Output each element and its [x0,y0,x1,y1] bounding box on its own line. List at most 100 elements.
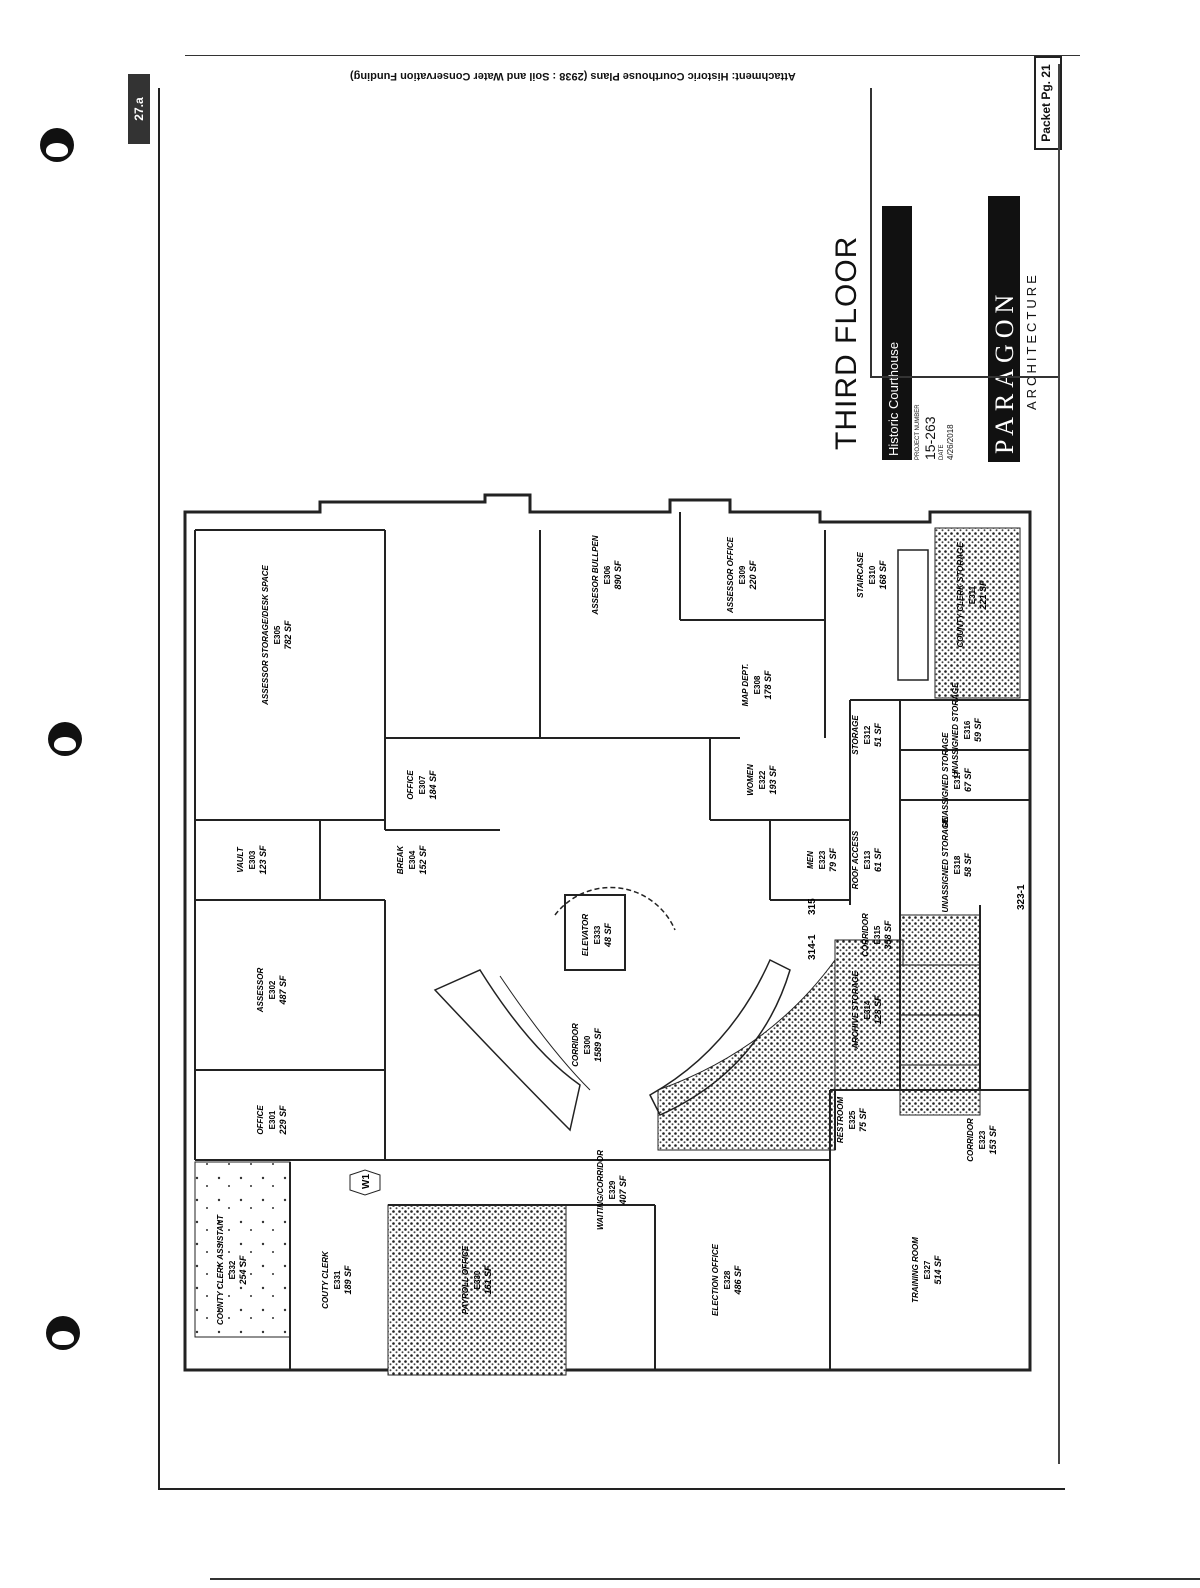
binder-hole-middle [48,722,82,756]
elevator-shaft [564,894,626,971]
payroll-office-fill [387,1204,567,1376]
room-area: 184 SF [428,770,438,800]
firm-logo-box [988,196,1020,462]
room-name: ASSESSOR STORAGE/DESK SPACE [261,564,270,705]
room-code: E329 [608,1180,617,1199]
county-clerk-assistant-fill [194,1161,291,1338]
room-area: 782 SF [283,620,293,650]
room-area: 407 SF [618,1175,628,1206]
top-rule [185,55,1080,56]
room-name: MEN [806,851,815,869]
interior-walls [194,512,1030,1370]
room-code: E333 [593,925,602,944]
room-name: TRAINING ROOM [911,1237,920,1303]
room-code: E315 [873,925,882,944]
room-name: UNASSIGNED STORAGE [941,732,950,828]
room-area: 168 SF [878,560,888,590]
room-name: COUTY CLERK [321,1250,330,1309]
central-stair [433,958,791,1132]
room-area: 514 SF [933,1255,943,1285]
room-name: WAITING/CORRIDOR [596,1150,605,1230]
room-area: 58 SF [963,852,973,877]
room-area: 220 SF [748,560,758,591]
room-area: 61 SF [873,847,883,872]
title-block-border [870,88,872,378]
room-area: 487 SF [278,975,288,1006]
marker-w1-text: W1 [361,1174,372,1189]
room-code: E300 [583,1035,592,1054]
room-name: PAYROLL OFFICE [461,1245,470,1314]
firm-name: PARAGON [990,288,1019,454]
room-code: E311 [968,585,977,604]
room-name: ASSESSOR OFFICE [726,536,735,614]
room-area: 189 SF [343,1265,353,1295]
room-area: 486 SF [733,1265,743,1296]
archive-storage-fill [834,939,904,1091]
storage-e315-fill [899,914,981,966]
project-number: 15-263 [922,416,938,460]
sheet-frame [158,88,1065,1490]
room-name: CORRIDOR [861,913,870,957]
firm-sub: ARCHITECTURE [1024,272,1039,410]
project-name: Historic Courthouse [886,341,901,456]
room-area: 48 SF [603,922,613,948]
room-code: E301 [268,1110,277,1129]
room-code: E304 [408,850,417,869]
room-name: WOMEN [746,764,755,796]
exterior-wall [183,493,1032,1372]
room-area: 123 SF [258,845,268,875]
date-label: DATE [939,444,945,460]
room-code: E303 [248,850,257,869]
room-name: BREAK [396,845,405,875]
project-bar [882,206,912,460]
room-name: ROOF ACCESS [851,830,860,889]
room-name: COUNTY CLERK ASSISTANT [216,1214,225,1325]
binder-hole-bottom [46,1316,80,1350]
project-number-label: PROJECT NUMBER [915,404,921,460]
room-name: ELECTION OFFICE [711,1243,720,1316]
room-area: 254 SF [238,1255,248,1286]
marker-314: 314-1 [807,934,818,960]
room-area: 161 SF [483,1265,493,1295]
room-code: E322 [758,770,767,789]
room-name: ASSESOR BULLPEN [591,535,600,615]
room-area: 128 SF [873,995,883,1025]
attachment-header: Attachment: Historic Courthouse Plans (2… [350,70,796,82]
county-clerk-storage-fill [934,527,1021,699]
room-code: E317 [953,770,962,789]
room-name: MAP DEPT. [741,664,750,707]
room-code: E327 [923,1260,932,1279]
project-date: 4/26/2018 [946,424,955,460]
bottom-rule [210,1578,1200,1580]
room-area: 67 SF [963,767,973,792]
room-name: STORAGE [851,715,860,755]
room-area: 221 SF [978,580,988,611]
room-name: UNASSIGNED STORAGE [951,682,960,778]
room-code: E308 [753,675,762,694]
room-name: ARCHIVE STORAGE [851,971,860,1050]
room-code: E307 [418,775,427,794]
room-code: E330 [473,1270,482,1289]
marker-315: 315 [807,898,818,915]
room-area: 890 SF [613,560,623,590]
room-name: ELEVATOR [581,914,590,956]
room-code: E323 [978,1130,987,1149]
